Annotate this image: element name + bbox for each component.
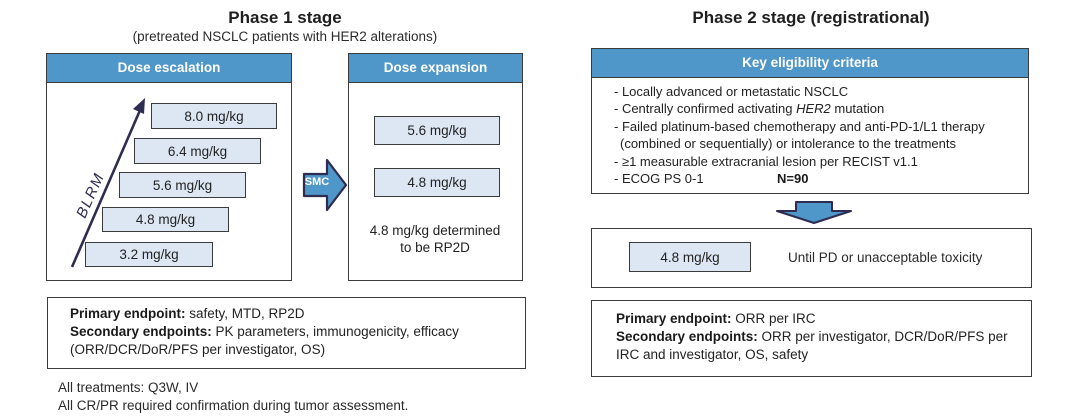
dose-box-3-2: 3.2 mg/kg	[85, 242, 213, 267]
rp2d-note-line1: 4.8 mg/kg determined	[369, 223, 501, 238]
down-arrow-icon	[776, 201, 852, 224]
phase1-title: Phase 1 stage	[228, 8, 342, 27]
expansion-dose-box-4-8: 4.8 mg/kg	[374, 168, 500, 197]
phase1-subtitle: (pretreated NSCLC patients with HER2 alt…	[132, 29, 438, 44]
phase1-primary-endpoint: Primary endpoint: safety, MTD, RP2D	[70, 306, 305, 321]
dose-box-8-0: 8.0 mg/kg	[151, 103, 277, 129]
eligibility-list: - Locally advanced or metastatic NSCLC -…	[592, 78, 1028, 187]
sample-size-label: N=90	[777, 171, 809, 187]
footnote-confirmation: All CR/PR required confirmation during t…	[58, 397, 409, 413]
eligibility-item-her2: - Centrally confirmed activating HER2 mu…	[614, 101, 885, 117]
eligibility-panel: Key eligibility criteria - Locally advan…	[591, 48, 1029, 194]
dose-box-4-8: 4.8 mg/kg	[102, 207, 229, 232]
phase1-secondary-endpoints-cont: (ORR/DCR/DoR/PFS per investigator, OS)	[70, 342, 326, 357]
footnotes: All treatments: Q3W, IV All CR/PR requir…	[58, 379, 408, 414]
footnote-treatments: All treatments: Q3W, IV	[58, 380, 199, 395]
phase2-primary-endpoint: Primary endpoint: ORR per IRC	[616, 311, 816, 326]
phase2-secondary-endpoints: Secondary endpoints: ORR per investigato…	[616, 329, 1008, 344]
her2-gene-italic: HER2	[796, 101, 831, 117]
smc-label: SMC	[304, 176, 330, 188]
eligibility-item-ecog: - ECOG PS 0-1 N=90	[614, 171, 809, 187]
phase1-endpoints-box: Primary endpoint: safety, MTD, RP2D Seco…	[47, 297, 526, 369]
expansion-dose-box-5-6: 5.6 mg/kg	[374, 116, 500, 145]
rp2d-note-line2: to be RP2D	[400, 240, 470, 255]
phase2-secondary-endpoints-cont: IRC and investigator, OS, safety	[616, 347, 809, 362]
phase1-secondary-endpoints: Secondary endpoints: PK parameters, immu…	[70, 324, 459, 339]
phase2-title: Phase 2 stage (registrational)	[692, 8, 930, 27]
dose-expansion-panel: Dose expansion 5.6 mg/kg 4.8 mg/kg 4.8 m…	[348, 53, 523, 281]
dose-box-6-4: 6.4 mg/kg	[134, 138, 261, 164]
dose-escalation-panel: Dose escalation BLRM 8.0 mg/kg 6.4 mg/kg…	[46, 53, 292, 281]
treatment-dose-box: 4.8 mg/kg	[629, 242, 751, 272]
eligibility-item-measurable-lesion: - ≥1 measurable extracranial lesion per …	[614, 153, 918, 169]
rp2d-note: 4.8 mg/kg determined to be RP2D	[349, 222, 521, 256]
eligibility-header: Key eligibility criteria	[592, 49, 1028, 78]
phase2-treatment-box: 4.8 mg/kg Until PD or unacceptable toxic…	[591, 228, 1032, 288]
dose-expansion-header: Dose expansion	[349, 54, 522, 83]
eligibility-item-failed-therapy-cont: (combined or sequentially) or intoleranc…	[620, 136, 957, 152]
dose-escalation-header: Dose escalation	[47, 54, 291, 83]
smc-arrow-icon	[302, 158, 348, 212]
eligibility-item-failed-therapy: - Failed platinum-based chemotherapy and…	[614, 118, 985, 134]
phase2-endpoints-box: Primary endpoint: ORR per IRC Secondary …	[591, 300, 1032, 377]
eligibility-item-nsclc: - Locally advanced or metastatic NSCLC	[614, 84, 849, 99]
dose-box-5-6: 5.6 mg/kg	[119, 172, 246, 198]
smc-arrow: SMC	[302, 157, 348, 213]
treatment-duration: Until PD or unacceptable toxicity	[788, 250, 983, 265]
